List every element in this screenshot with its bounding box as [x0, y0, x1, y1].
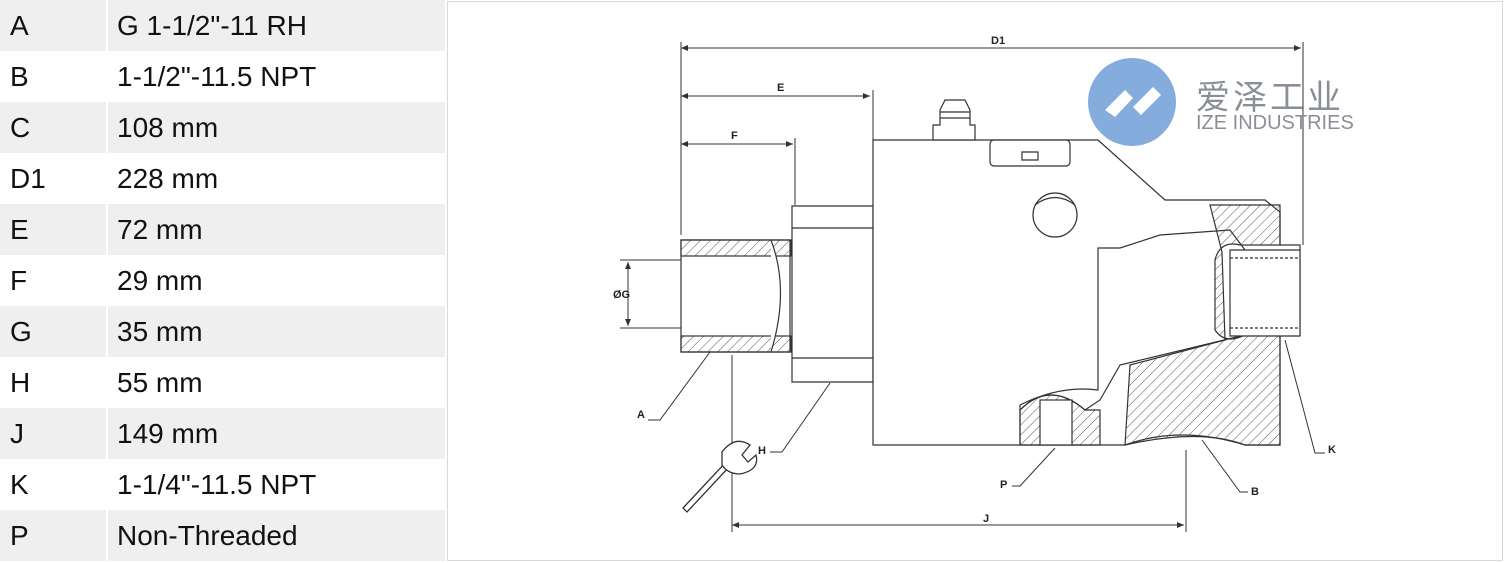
spec-value: Non-Threaded [117, 519, 298, 551]
spec-row-g: G 35 mm [0, 306, 445, 357]
spec-row-e: E 72 mm [0, 204, 445, 255]
spec-key: J [0, 408, 108, 459]
spec-value: 72 mm [117, 213, 203, 245]
spec-value: 1-1/4"-11.5 NPT [117, 468, 317, 500]
spec-value: 1-1/2"-11.5 NPT [117, 60, 317, 92]
spec-key: F [0, 255, 108, 306]
spec-key: B [0, 51, 108, 102]
label-f: F [731, 130, 738, 142]
logo-chinese-text: 爱泽工业 [1196, 79, 1344, 117]
spec-key: E [0, 204, 108, 255]
spec-key: G [0, 306, 108, 357]
spec-key: D1 [0, 153, 108, 204]
spec-key: K [0, 459, 108, 510]
spec-value: 29 mm [117, 264, 203, 296]
spec-row-k: K 1-1/4"-11.5 NPT [0, 459, 445, 510]
spec-row-c: C 108 mm [0, 102, 445, 153]
label-k: K [1328, 444, 1336, 456]
label-b: B [1251, 486, 1259, 498]
spec-row-j: J 149 mm [0, 408, 445, 459]
label-e: E [777, 82, 784, 94]
spec-row-a: A G 1-1/2"-11 RH [0, 0, 445, 51]
spec-key: A [0, 0, 108, 51]
ize-logo-icon [1088, 58, 1176, 146]
spec-value: 55 mm [117, 366, 203, 398]
spec-value: 35 mm [117, 315, 203, 347]
spec-key: C [0, 102, 108, 153]
logo-english-text: IZE INDUSTRIES [1196, 112, 1354, 134]
wrench-icon [682, 440, 758, 513]
spec-row-f: F 29 mm [0, 255, 445, 306]
label-p: P [1000, 479, 1007, 491]
drawing-panel [447, 1, 1503, 561]
spec-row-h: H 55 mm [0, 357, 445, 408]
label-h: H [758, 445, 766, 457]
spec-value: 108 mm [117, 111, 219, 143]
leader-lines [648, 339, 1325, 493]
technical-drawing: D1 E F ØG ØC A H J P B K [613, 35, 1336, 532]
spec-key: H [0, 357, 108, 408]
spec-row-b: B 1-1/2"-11.5 NPT [0, 51, 445, 102]
spec-value: G 1-1/2"-11 RH [117, 9, 307, 41]
spec-value: 228 mm [117, 162, 219, 194]
spec-row-d1: D1 228 mm [0, 153, 445, 204]
spec-key: P [0, 510, 108, 561]
swivel-body [680, 99, 1301, 446]
label-d1: D1 [991, 35, 1005, 47]
spec-value: 149 mm [117, 417, 219, 449]
label-a: A [637, 409, 645, 421]
label-g: ØG [613, 289, 630, 301]
spec-table: A G 1-1/2"-11 RH B 1-1/2"-11.5 NPT C 108 mm… [0, 0, 445, 561]
label-j: J [983, 513, 989, 525]
spec-row-p: P Non-Threaded [0, 510, 445, 561]
